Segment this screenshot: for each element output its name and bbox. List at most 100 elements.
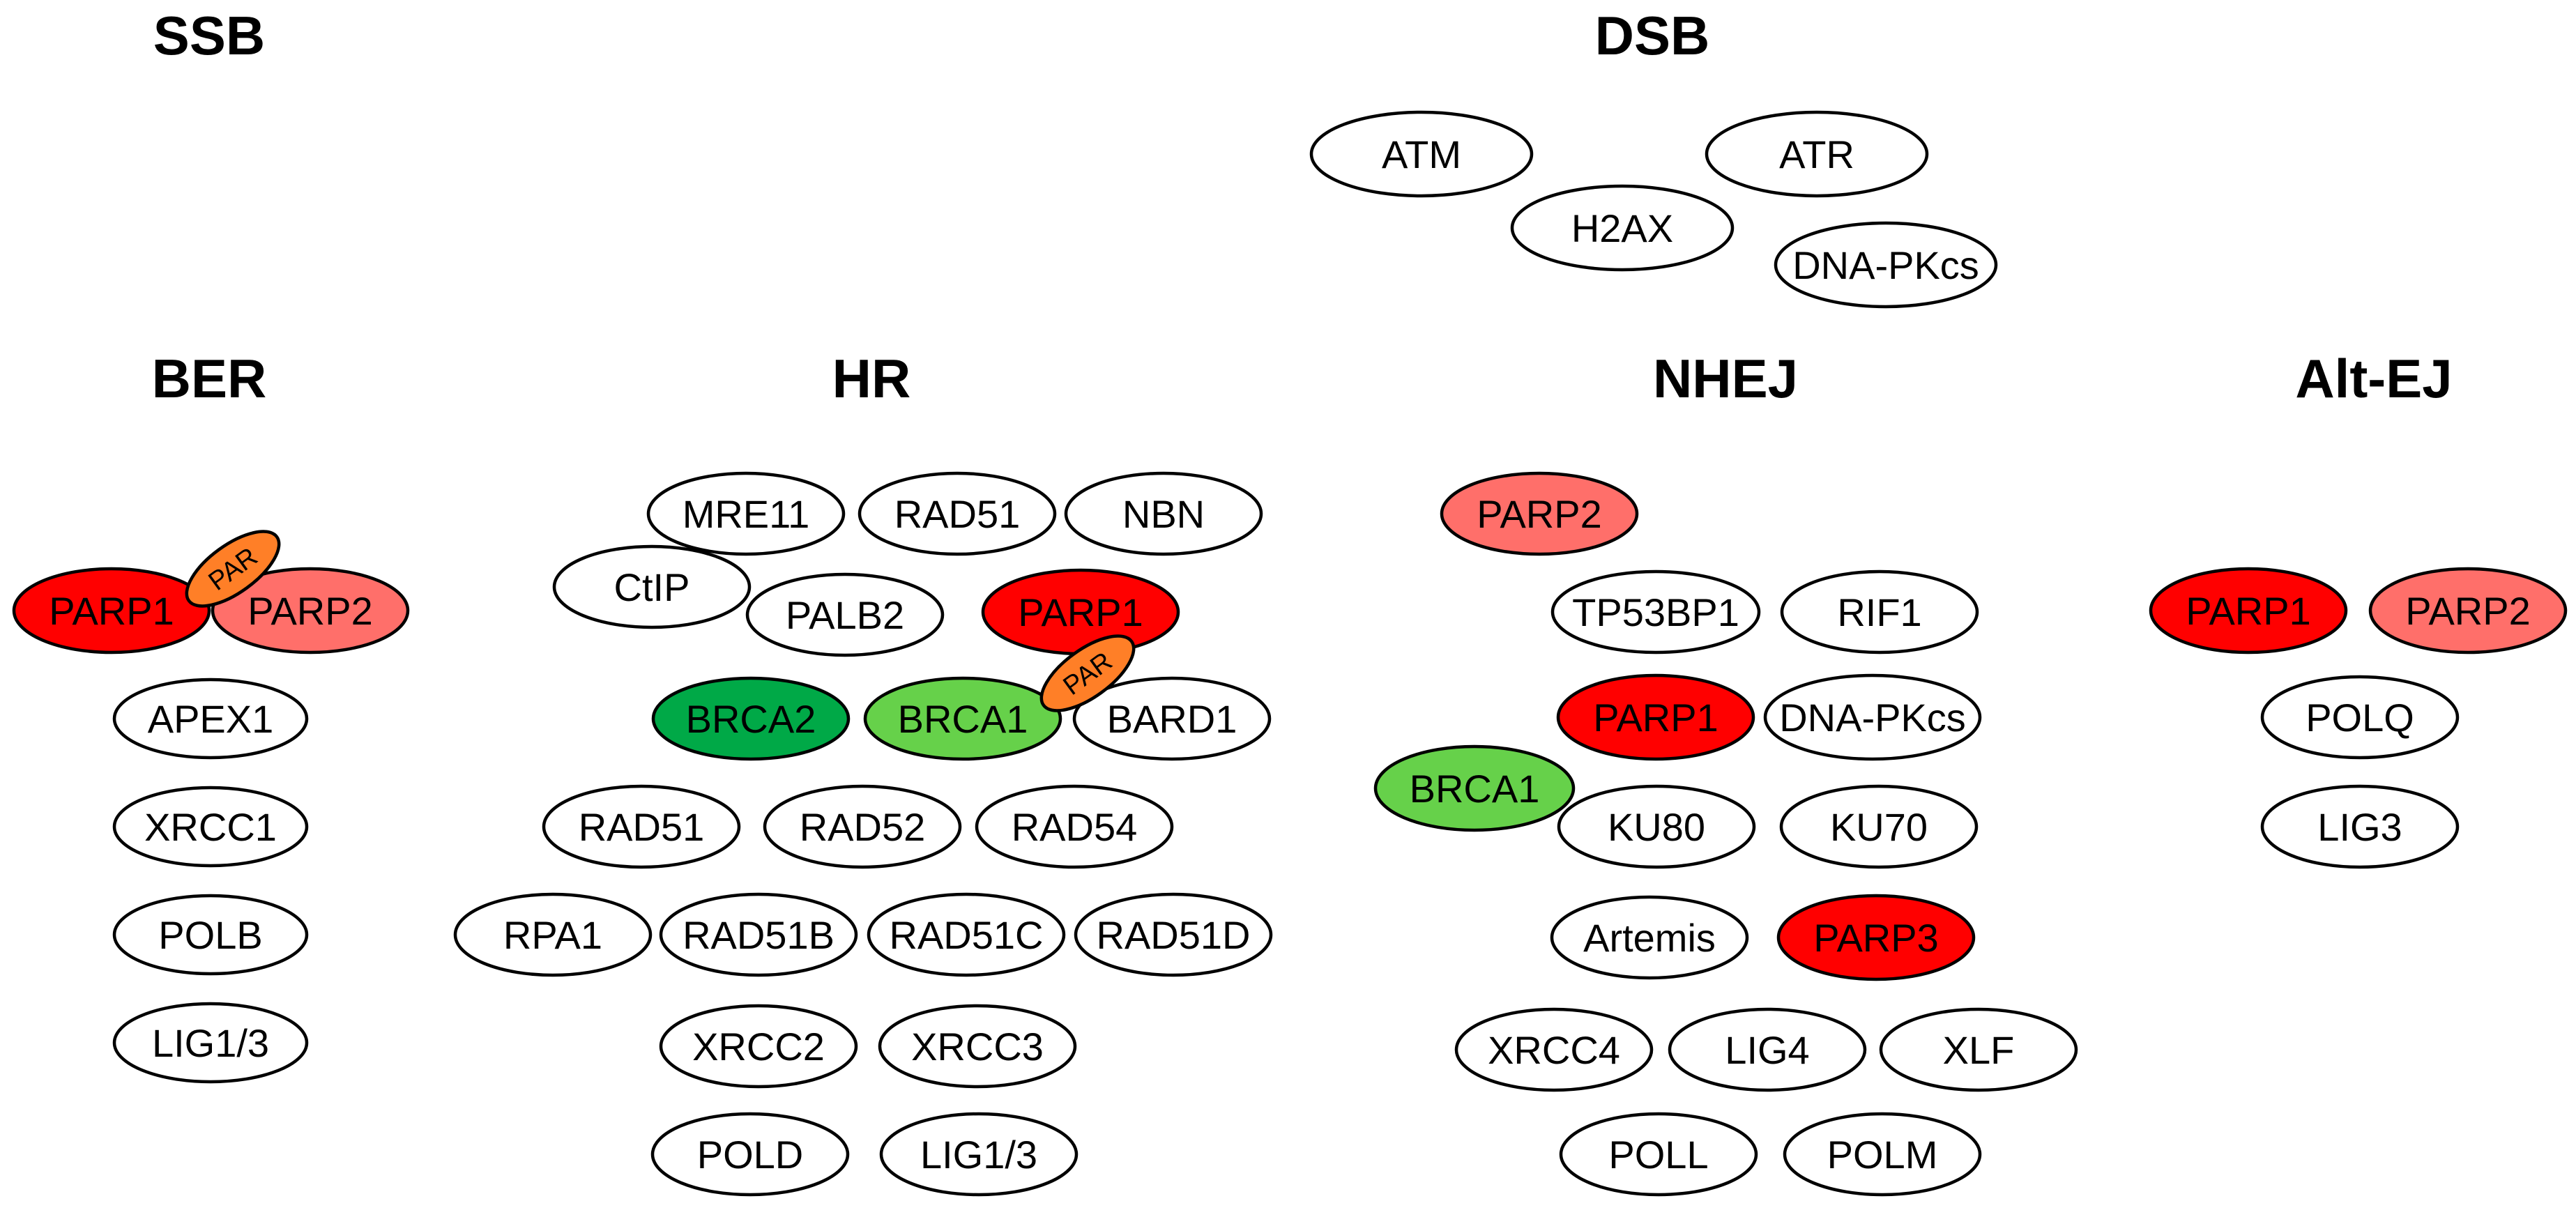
node-ellipse [659,892,858,977]
node-ellipse [1454,1007,1654,1092]
ber-node-apex1: APEX1 [112,678,309,760]
hr-node-xrcc3: XRCC3 [878,1004,1077,1089]
node-ellipse [1072,676,1272,761]
node-label: BRCA2 [686,697,816,741]
nhej-node-brca1: BRCA1 [1373,744,1576,832]
node-label: LIG4 [1725,1028,1809,1072]
node-label: LIG3 [2317,805,2402,849]
node-label: PARP2 [1477,492,1601,536]
node-ellipse [1705,110,1929,198]
nhej-node-dna-pkcs: DNA-PKcs [1763,673,1982,761]
node-ellipse [863,676,1062,761]
node-label: PARP1 [1593,696,1718,740]
node-ellipse [1373,744,1576,832]
hr-node-rad54: RAD54 [975,784,1174,869]
hr-node-bard1: BARD1 [1072,676,1272,761]
altej-node-parp2: PARP2 [2368,567,2568,655]
hr-node-nbn: NBN [1064,471,1263,556]
node-ellipse [867,892,1066,977]
node-label: Artemis [1583,916,1716,960]
node-label: KU80 [1608,805,1705,849]
node-ellipse [1879,1007,2078,1092]
altej-node-polq: POLQ [2260,675,2460,760]
hr-node-parp1: PARP1 [981,568,1180,656]
node-ellipse [879,1112,1079,1197]
node-ellipse [975,784,1174,869]
node-label: BRCA1 [1410,767,1540,811]
node-ellipse [552,544,752,629]
node-ellipse [1510,184,1735,272]
hr-node-rad51b: RAD51B [659,892,858,977]
nhej-node-rif1: RIF1 [1780,569,1979,655]
node-ellipse [12,567,211,655]
node-label: XRCC3 [911,1025,1044,1069]
hr-node-palb2: PALB2 [745,572,945,657]
hr-node-rad51d: RAD51D [1074,892,1273,977]
hr-node-xrcc2: XRCC2 [659,1004,858,1089]
dsb-node-atm: ATM [1309,110,1534,198]
dsb-node-dna-pkcs: DNA-PKcs [1774,221,1998,309]
node-label: MRE11 [683,492,810,536]
node-ellipse [763,784,962,869]
ber-node-lig1-3: LIG1/3 [112,1002,309,1084]
node-label: RAD51D [1097,913,1251,957]
node-ellipse [1440,471,1639,556]
node-ellipse [1780,569,1979,655]
hr-node-rad51: RAD51 [542,784,741,869]
node-ellipse [1064,471,1263,556]
node-ellipse [1550,895,1749,980]
nhej-node-tp53bp1: TP53BP1 [1550,569,1761,655]
node-ellipse [1550,569,1761,655]
node-label: TP53BP1 [1572,590,1739,634]
node-label: POLL [1608,1133,1708,1177]
node-label: ATM [1382,132,1461,176]
altej-node-lig3: LIG3 [2260,784,2460,869]
node-label: XRCC4 [1488,1028,1620,1072]
node-label: CtIP [614,565,690,609]
nhej-node-ku70: KU70 [1779,784,1979,869]
node-ellipse [1074,892,1273,977]
node-label: RAD51C [890,913,1044,957]
node-ellipse [745,572,945,657]
header-ssb: SSB [153,5,265,66]
hr-node-rad52: RAD52 [763,784,962,869]
nhej-node-artemis: Artemis [1550,895,1749,980]
node-label: ATR [1779,132,1854,176]
hr-node-rad51c: RAD51C [867,892,1066,977]
node-ellipse [2260,675,2460,760]
ber-node-polb: POLB [112,894,309,976]
node-ellipse [1556,673,1755,761]
node-label: XRCC1 [144,805,277,849]
node-ellipse [659,1004,858,1089]
node-label: PARP1 [1018,590,1143,634]
node-label: BRCA1 [898,697,1028,741]
node-ellipse [650,1112,850,1197]
hr-node-ctip: CtIP [552,544,752,629]
node-ellipse [112,786,309,868]
node-label: H2AX [1571,206,1673,250]
node-label: RAD52 [800,805,926,849]
par-ellipse [1039,634,1136,712]
node-ellipse [2260,784,2460,869]
hr-node-brca2: BRCA2 [651,676,851,761]
node-ellipse [1559,1112,1758,1197]
ber-node-parp1: PARP1 [12,567,211,655]
node-ellipse [2368,567,2568,655]
altej-node-parp1: PARP1 [2149,567,2348,655]
node-ellipse [211,567,410,655]
node-ellipse [878,1004,1077,1089]
node-ellipse [1309,110,1534,198]
node-label: PARP3 [1813,916,1938,960]
header-ber: BER [152,348,267,409]
nhej-node-poll: POLL [1559,1112,1758,1197]
node-label: BARD1 [1107,697,1237,741]
node-ellipse [1668,1007,1867,1092]
node-ellipse [1776,894,1976,981]
node-label: RAD54 [1012,805,1138,849]
node-ellipse [1779,784,1979,869]
node-label: RAD51 [579,805,705,849]
hr-node-rad51-top: RAD51 [858,471,1057,556]
nhej-node-parp3: PARP3 [1776,894,1976,981]
node-label: KU70 [1830,805,1928,849]
